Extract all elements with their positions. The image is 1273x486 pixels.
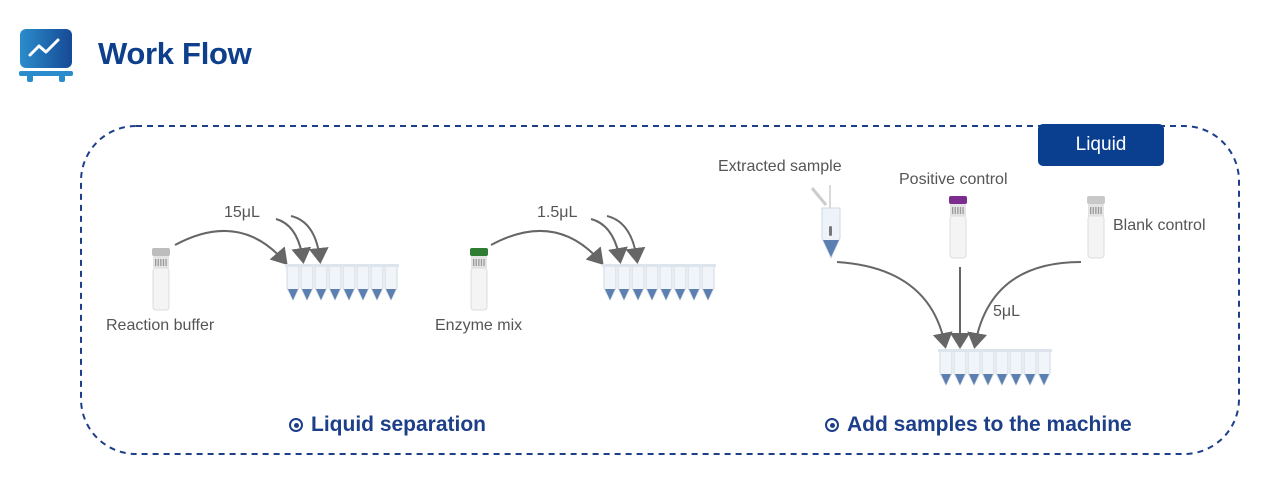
strip-tube [631, 265, 645, 302]
liquid-badge: Liquid [1038, 124, 1164, 166]
strip-tube [384, 265, 398, 302]
blank-control-label: Blank control [1113, 217, 1206, 234]
enzyme-mix-label: Enzyme mix [435, 317, 523, 334]
strip-tube [617, 265, 631, 302]
strip-tube [342, 265, 356, 302]
arrow [606, 215, 646, 264]
strip-tube [1037, 350, 1051, 387]
arrow [290, 215, 329, 264]
enzyme-mix-tube [470, 248, 488, 311]
strip-tube [701, 265, 715, 302]
strip-tube [300, 265, 314, 302]
reaction-buffer-tube [152, 248, 170, 311]
strip-tube [645, 265, 659, 302]
pcr-strip [602, 264, 716, 302]
bullet-icon [289, 418, 303, 432]
strip-tube [356, 265, 370, 302]
extracted-sample-tube [810, 185, 841, 260]
strip-tube [370, 265, 384, 302]
pcr-strip [285, 264, 399, 302]
volume-label: 5μL [993, 303, 1021, 320]
strip-tube [953, 350, 967, 387]
positive-control-tube [949, 196, 967, 259]
arrow [836, 261, 953, 349]
dashed-frame [80, 125, 1240, 455]
reaction-buffer-label: Reaction buffer [106, 317, 215, 334]
arrow [967, 261, 1082, 349]
step-add-samples: Add samples to the machine [825, 413, 1132, 437]
strip-tube [328, 265, 342, 302]
strip-tube [314, 265, 328, 302]
strip-tube [981, 350, 995, 387]
arrow [490, 229, 604, 266]
page-title: Work Flow [98, 36, 252, 71]
strip-tube [939, 350, 953, 387]
volume-label: 1.5μL [537, 204, 578, 221]
step-label: Add samples to the machine [847, 413, 1132, 436]
strip-tube [603, 265, 617, 302]
strip-tube [673, 265, 687, 302]
strip-tube [995, 350, 1009, 387]
pcr-strip [938, 349, 1052, 387]
strip-tube [967, 350, 981, 387]
arrow [590, 218, 628, 264]
strip-tube [1009, 350, 1023, 387]
bullet-icon [825, 418, 839, 432]
step-liquid-separation: Liquid separation [289, 413, 486, 437]
step-label: Liquid separation [311, 413, 487, 436]
strip-tube [286, 265, 300, 302]
arrow [174, 229, 288, 266]
strip-tube [1023, 350, 1037, 387]
volume-label: 15μL [224, 204, 260, 221]
strip-tube [659, 265, 673, 302]
extracted-sample-label: Extracted sample [718, 158, 842, 175]
workflow-icon [19, 28, 73, 89]
arrow [275, 218, 312, 264]
blank-control-tube [1087, 196, 1105, 259]
positive-control-label: Positive control [899, 171, 1008, 188]
strip-tube [687, 265, 701, 302]
